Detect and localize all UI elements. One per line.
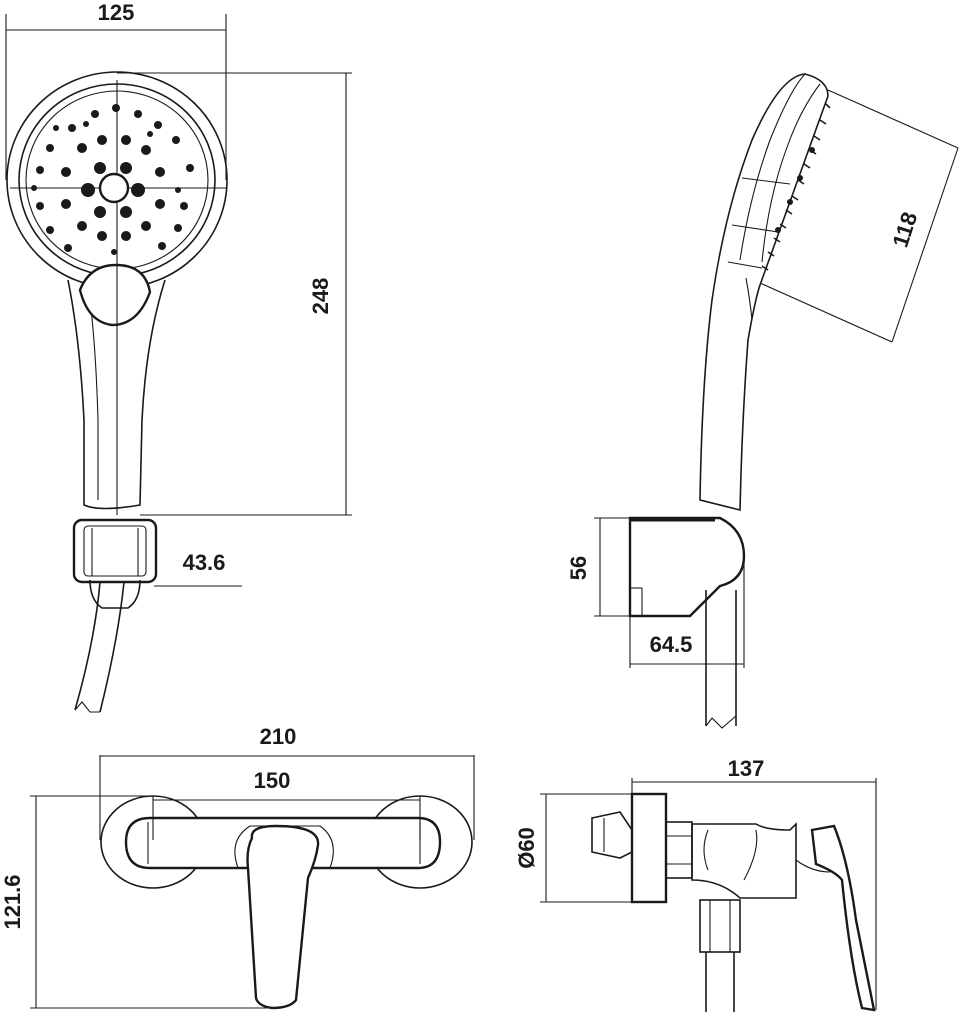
dim-label-valve-height: 121.6	[0, 874, 25, 929]
dim-label-head-face: 118	[887, 209, 922, 250]
dimension-valve-depth: 137	[631, 756, 877, 1010]
dim-label-valve-total-width: 210	[260, 724, 297, 749]
dim-label-flange-diameter: Ø60	[514, 827, 539, 869]
dim-label-valve-depth: 137	[728, 756, 765, 781]
hand-shower-front-view	[6, 71, 228, 515]
wall-holder-side-view	[628, 516, 746, 729]
dim-label-head-height: 248	[308, 278, 333, 315]
dimension-valve-center-distance: 150	[152, 768, 421, 840]
dimension-valve-total-width: 210	[99, 724, 475, 840]
nozzle-pattern	[31, 104, 194, 255]
dimension-holder-depth: 64.5	[629, 560, 745, 668]
wall-holder-front-view	[72, 518, 158, 713]
hand-shower-side-view	[699, 73, 831, 512]
mixer-valve-side-view	[591, 792, 876, 1012]
dim-label-holder-width: 43.6	[183, 550, 226, 575]
dimension-head-width: 125	[5, 0, 227, 180]
dimension-holder-width: 43.6	[154, 550, 242, 587]
dimension-head-height: 248	[117, 72, 352, 516]
dimension-holder-height: 56	[566, 517, 630, 617]
dimension-flange-diameter: Ø60	[514, 793, 632, 903]
dimension-head-face: 118	[759, 89, 959, 343]
dim-label-holder-depth: 64.5	[650, 632, 693, 657]
dimension-valve-height: 121.6	[0, 795, 270, 1009]
mixer-valve-front-view	[100, 795, 473, 1010]
dim-label-holder-height: 56	[566, 556, 591, 580]
dim-label-valve-center-distance: 150	[254, 768, 291, 793]
dim-label-head-width: 125	[98, 0, 135, 25]
